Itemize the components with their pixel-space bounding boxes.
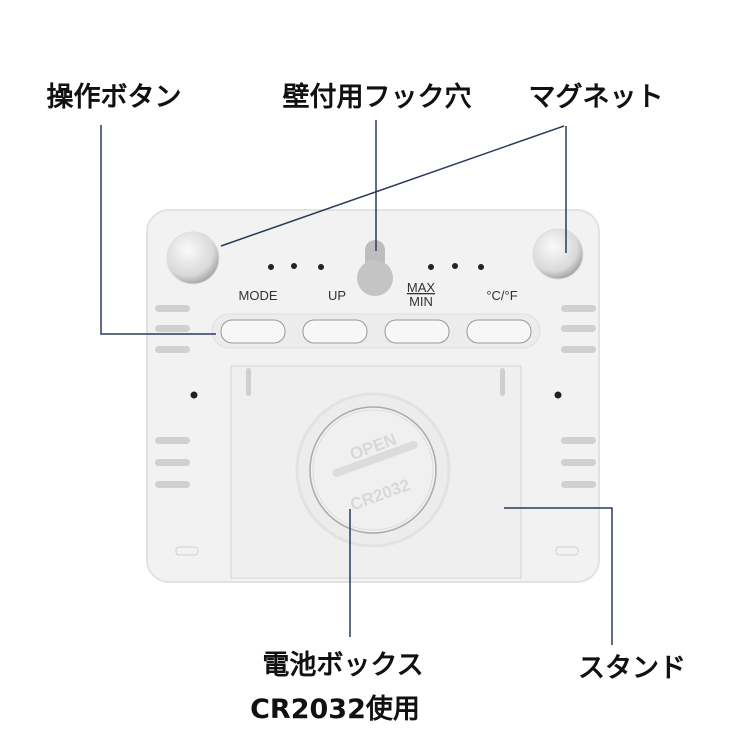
magnet-left bbox=[166, 231, 220, 285]
callout-battery-type: CR2032使用 bbox=[250, 694, 420, 725]
max-label: MAX bbox=[407, 280, 436, 295]
screw-hole-left bbox=[190, 391, 198, 399]
callout-battery-box: 電池ボックス bbox=[262, 650, 423, 681]
callout-stand: スタンド bbox=[578, 653, 686, 684]
foot-left bbox=[175, 546, 199, 556]
battery-cover: OPEN CR2032 bbox=[295, 392, 451, 548]
callout-hook-hole: 壁付用フック穴 bbox=[283, 82, 472, 113]
vents bbox=[155, 305, 596, 488]
indicator-dots bbox=[268, 263, 484, 270]
mode-label: MODE bbox=[239, 288, 278, 303]
screw-hole-right bbox=[554, 391, 562, 399]
callout-buttons: 操作ボタン bbox=[47, 82, 182, 113]
min-label: MIN bbox=[409, 294, 433, 309]
unit-label: °C/°F bbox=[486, 288, 517, 303]
mode-button[interactable] bbox=[220, 319, 286, 344]
max-min-button[interactable] bbox=[384, 319, 450, 344]
foot-right bbox=[555, 546, 579, 556]
up-label: UP bbox=[328, 288, 346, 303]
up-button[interactable] bbox=[302, 319, 368, 344]
button-strip bbox=[211, 313, 541, 349]
callout-magnet: マグネット bbox=[529, 81, 664, 113]
unit-button[interactable] bbox=[466, 319, 532, 344]
magnet-right bbox=[532, 228, 584, 280]
hook-hole bbox=[357, 240, 393, 296]
leader-lines bbox=[100, 120, 613, 645]
